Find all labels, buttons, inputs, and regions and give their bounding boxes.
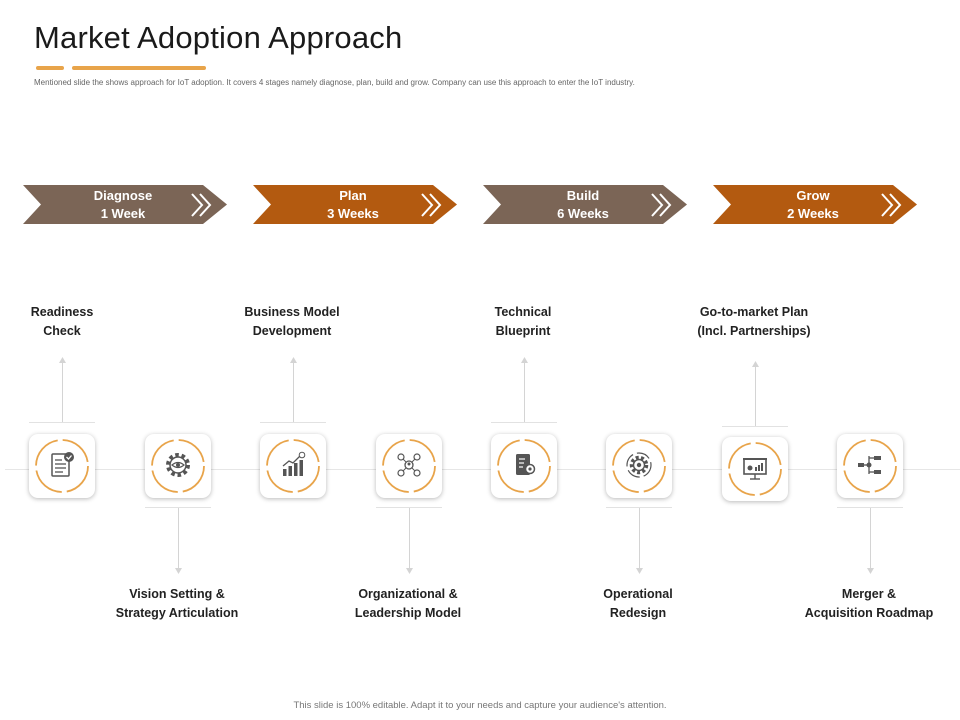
step-label-vision-setting: Vision Setting & Strategy Articulation bbox=[115, 587, 239, 620]
step-card-operational-redesign bbox=[606, 434, 672, 498]
card-ring bbox=[728, 442, 782, 496]
arrow-down-icon bbox=[406, 568, 413, 574]
arrow-down-icon bbox=[636, 568, 643, 574]
double-chevron-icon bbox=[421, 193, 442, 217]
double-chevron-icon bbox=[881, 193, 902, 217]
step-label-technical-blueprint: Technical Blueprint bbox=[494, 305, 552, 338]
step-card-readiness-check bbox=[29, 434, 95, 498]
gear-eye-icon bbox=[166, 453, 190, 477]
arrow-up-icon bbox=[521, 357, 528, 363]
arrow-up-icon bbox=[752, 361, 759, 367]
step-card-vision-setting bbox=[145, 434, 211, 498]
arrow-up-icon bbox=[59, 357, 66, 363]
step-label-business-model: Business Model Development bbox=[244, 305, 340, 338]
slide-subtitle: Mentioned slide the shows approach for I… bbox=[34, 78, 635, 87]
connector-cap bbox=[145, 507, 211, 508]
title-accent-short bbox=[36, 66, 64, 70]
growth-chart-icon bbox=[282, 451, 306, 476]
stage-duration: 1 Week bbox=[100, 206, 146, 221]
stage-duration: 3 Weeks bbox=[327, 206, 379, 221]
step-label-readiness-check: Readiness Check bbox=[30, 305, 94, 338]
connector-up bbox=[62, 362, 63, 422]
double-chevron-icon bbox=[191, 193, 212, 217]
card-ring bbox=[266, 439, 320, 493]
step-label-merger-acquisition: Merger & Acquisition Roadmap bbox=[804, 587, 934, 620]
step-card-merger-acquisition bbox=[837, 434, 903, 498]
team-network-icon bbox=[397, 453, 421, 477]
stage-name: Plan bbox=[339, 188, 367, 203]
gear-cycle-icon bbox=[626, 452, 652, 478]
stage-duration: 2 Weeks bbox=[787, 206, 839, 221]
blueprint-document-icon bbox=[516, 454, 536, 475]
double-chevron-icon bbox=[651, 193, 672, 217]
connector-up bbox=[755, 366, 756, 426]
stage-name: Diagnose bbox=[93, 188, 153, 203]
timeline-line bbox=[5, 469, 960, 470]
flowchart-icon bbox=[858, 456, 881, 474]
connector-cap bbox=[837, 507, 903, 508]
slide-footer: This slide is 100% editable. Adapt it to… bbox=[293, 700, 667, 711]
stage-duration: 6 Weeks bbox=[557, 206, 609, 221]
title-accent-long bbox=[72, 66, 206, 70]
card-ring bbox=[35, 439, 89, 493]
card-ring bbox=[382, 439, 436, 493]
step-label-go-to-market: Go-to-market Plan (Incl. Partnerships) bbox=[697, 305, 811, 338]
step-card-technical-blueprint bbox=[491, 434, 557, 498]
arrow-up-icon bbox=[290, 357, 297, 363]
stage-build: Build 6 Weeks bbox=[483, 185, 687, 224]
checklist-icon bbox=[51, 452, 74, 477]
card-ring bbox=[612, 439, 666, 493]
card-ring bbox=[843, 439, 897, 493]
step-label-organizational: Organizational & Leadership Model bbox=[354, 587, 462, 620]
connector-cap bbox=[491, 422, 557, 423]
connector-down bbox=[178, 507, 179, 569]
connector-down bbox=[870, 507, 871, 569]
step-card-organizational bbox=[376, 434, 442, 498]
connector-cap bbox=[29, 422, 95, 423]
stage-grow: Grow 2 Weeks bbox=[713, 185, 917, 224]
connector-cap bbox=[376, 507, 442, 508]
stage-name: Grow bbox=[796, 188, 830, 203]
arrow-down-icon bbox=[175, 568, 182, 574]
connector-cap bbox=[722, 426, 788, 427]
step-label-operational-redesign: Operational Redesign bbox=[603, 587, 673, 620]
presentation-board-icon bbox=[743, 458, 767, 480]
stage-name: Build bbox=[566, 188, 600, 203]
step-card-business-model bbox=[260, 434, 326, 498]
connector-up bbox=[293, 362, 294, 422]
card-ring bbox=[151, 439, 205, 493]
card-ring bbox=[497, 439, 551, 493]
arrow-down-icon bbox=[867, 568, 874, 574]
connector-up bbox=[524, 362, 525, 422]
connector-down bbox=[409, 507, 410, 569]
stage-plan: Plan 3 Weeks bbox=[253, 185, 457, 224]
connector-down bbox=[639, 507, 640, 569]
connector-cap bbox=[260, 422, 326, 423]
step-card-go-to-market bbox=[722, 437, 788, 501]
stage-diagnose: Diagnose 1 Week bbox=[23, 185, 227, 224]
connector-cap bbox=[606, 507, 672, 508]
slide-title: Market Adoption Approach bbox=[34, 20, 403, 55]
